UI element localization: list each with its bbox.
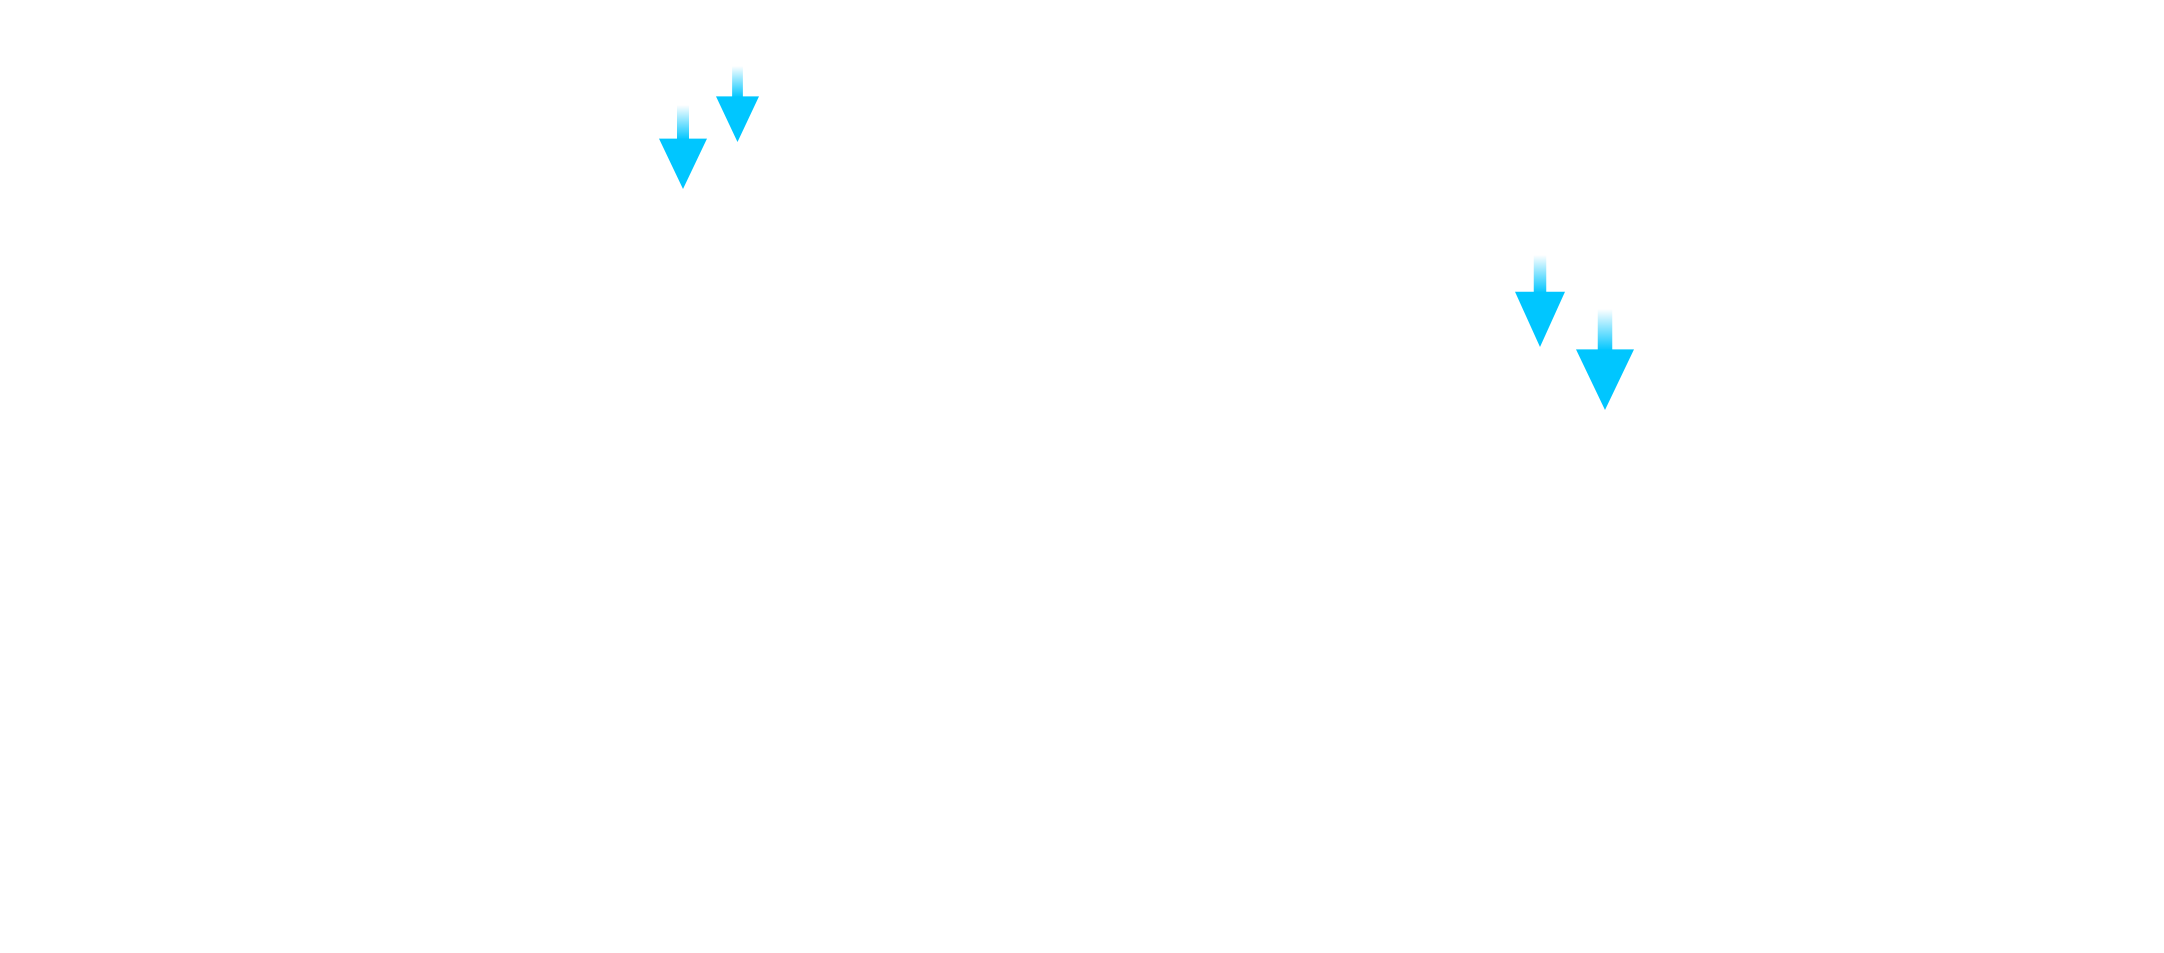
down-arrow-icon — [1576, 309, 1634, 410]
arrow-head — [659, 138, 707, 189]
arrow-head — [1576, 349, 1634, 410]
arrow-shaft — [1533, 255, 1547, 294]
arrow-shaft — [677, 105, 689, 140]
arrow-shaft — [1597, 309, 1613, 351]
down-arrow-icon — [1515, 255, 1565, 347]
down-arrow-icon — [1515, 255, 1565, 347]
down-arrow-icon — [659, 105, 707, 189]
arrow-head — [1515, 291, 1565, 347]
down-arrow-icon — [716, 66, 759, 142]
down-arrow-icon — [659, 105, 707, 189]
arrow-shaft — [732, 66, 743, 98]
down-arrow-icon — [1576, 309, 1634, 410]
down-arrow-icon — [716, 66, 759, 142]
arrow-head — [716, 96, 759, 142]
